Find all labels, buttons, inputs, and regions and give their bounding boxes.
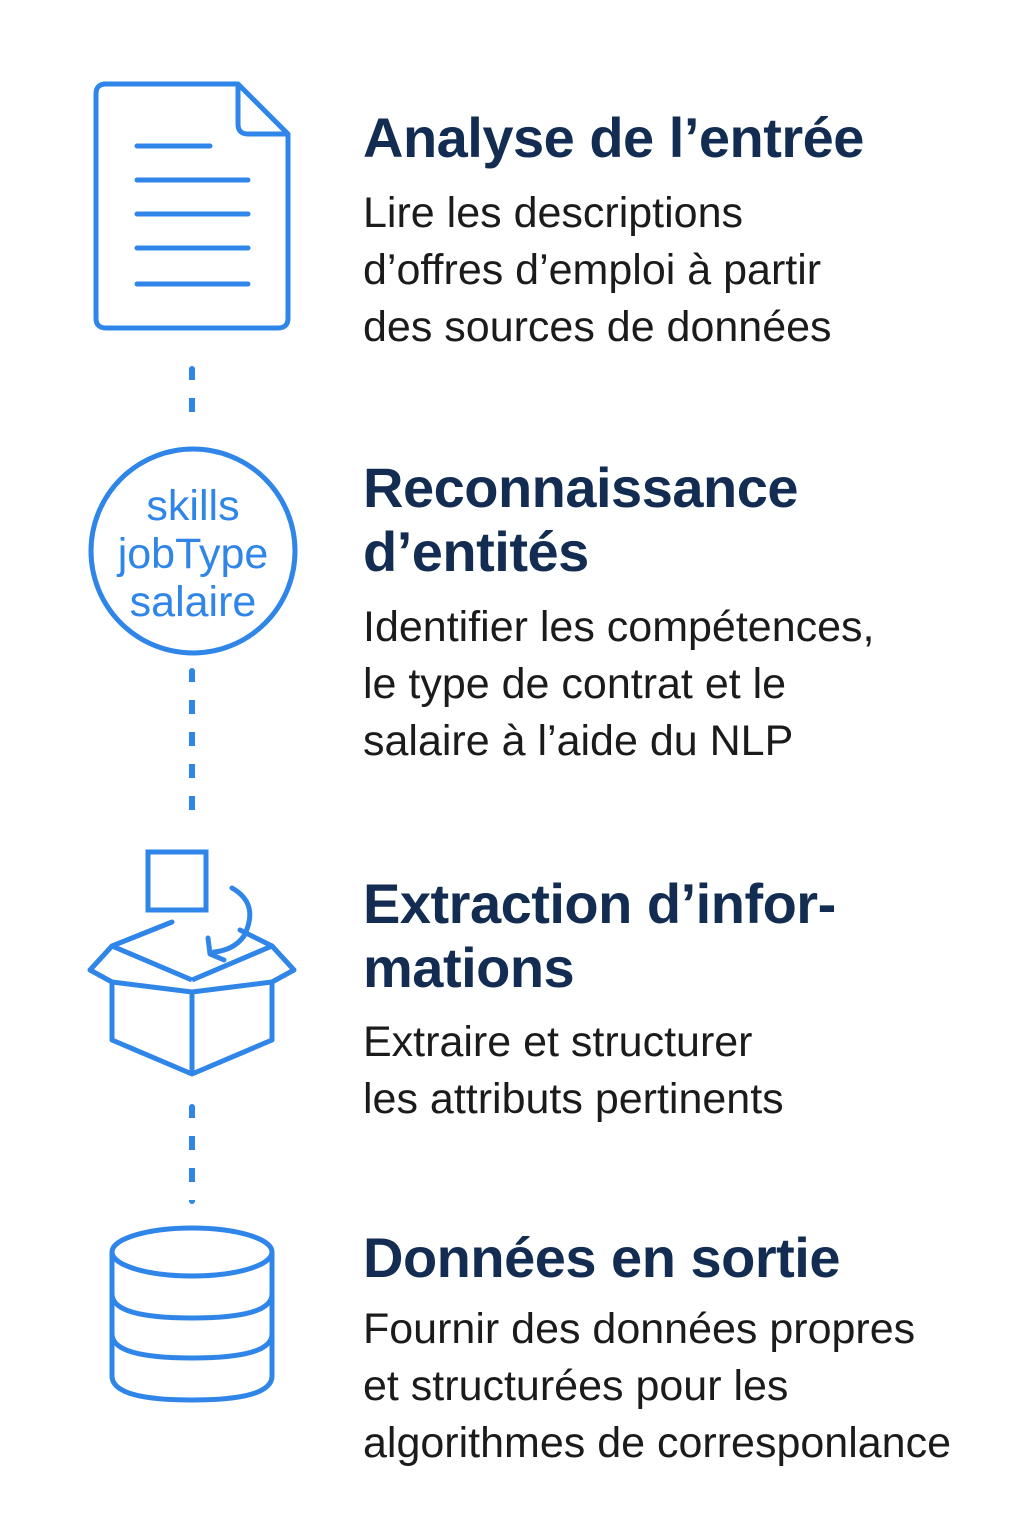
step-description: Extraire et structurer les attributs per… — [363, 1018, 784, 1123]
step-description: Fournir des données propres et structuré… — [363, 1305, 951, 1467]
step-title: Reconnaissance d’entités — [363, 456, 798, 583]
entity-circle-icon: skills jobType salaire — [88, 446, 298, 656]
connector-line-2 — [189, 668, 195, 820]
entity-word-salaire: salaire — [130, 578, 257, 626]
database-icon — [109, 1225, 275, 1403]
entity-word-jobtype: jobType — [116, 530, 269, 578]
connector-line-3 — [189, 1104, 195, 1204]
step-title: Extraction d’infor- mations — [363, 872, 836, 999]
step-description: Identifier les compétences, le type de c… — [363, 603, 875, 765]
connector-line-1 — [189, 366, 195, 430]
step-title: Données en sortie — [363, 1226, 840, 1289]
entity-word-skills: skills — [146, 482, 239, 530]
open-box-icon — [87, 849, 297, 1077]
step-description: Lire les descriptions d’offres d’emploi … — [363, 189, 832, 351]
step-title: Analyse de l’entrée — [363, 106, 864, 169]
document-icon — [93, 81, 291, 331]
